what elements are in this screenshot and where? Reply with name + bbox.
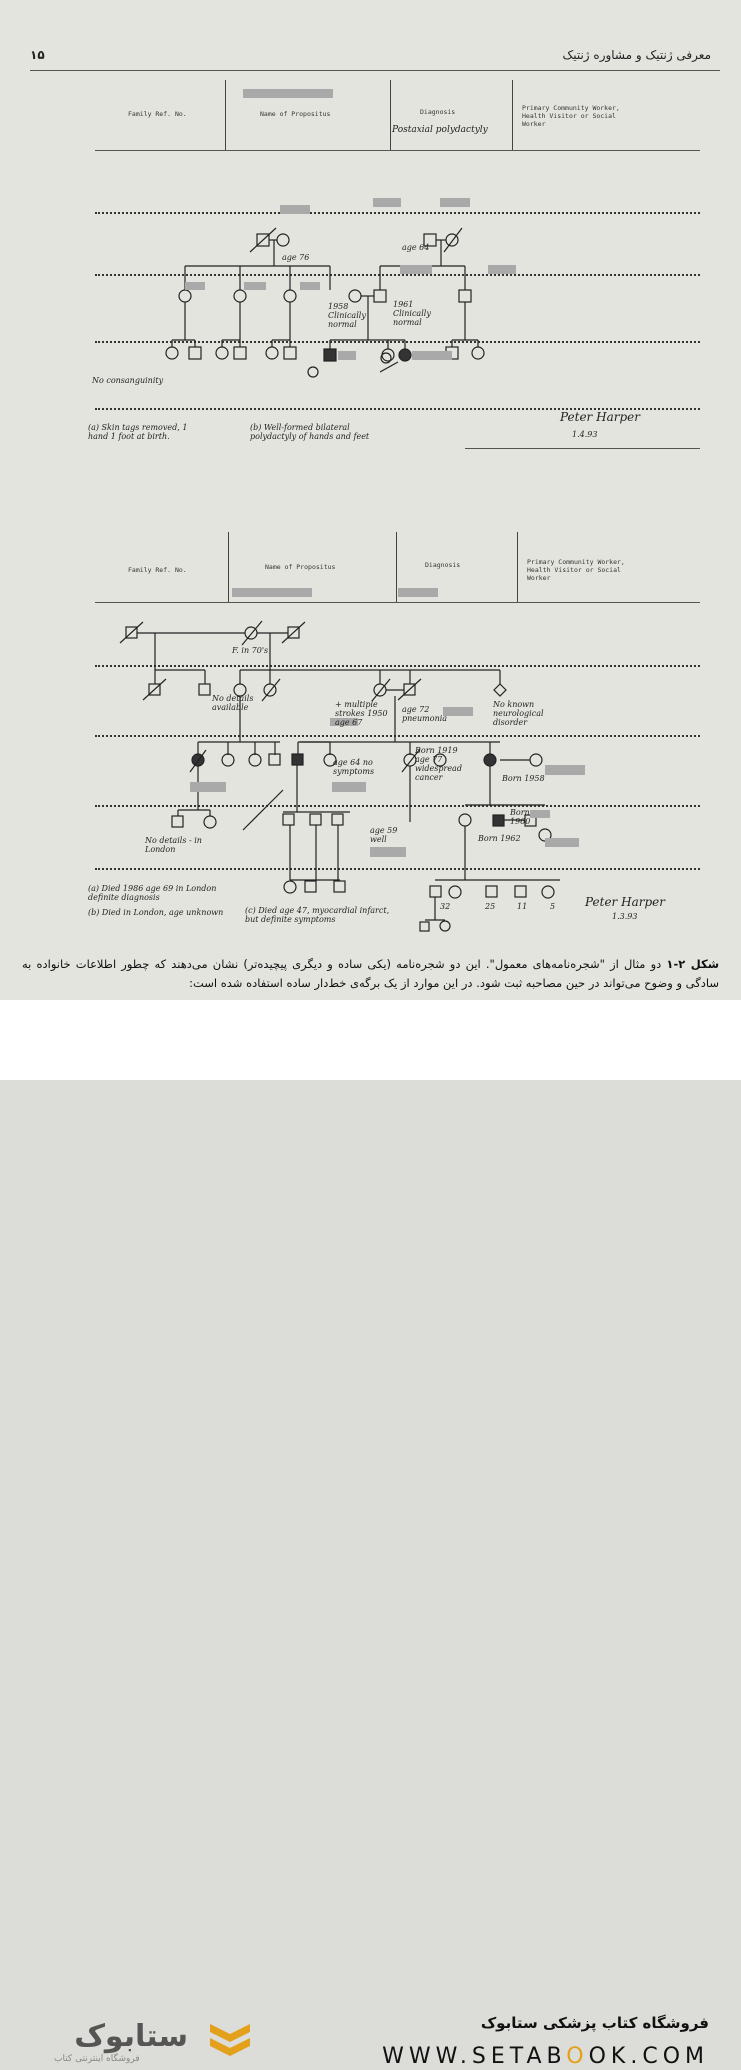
site-url[interactable]: WWW.SETABOOK.COM: [382, 2044, 709, 2069]
header-rule: [30, 70, 720, 71]
logo-subtitle: فروشگاه اینترنتی کتاب: [54, 2054, 140, 2064]
propositus-label: Name of Propositus: [260, 110, 331, 118]
footer-banner: ستابوک فروشگاه اینترنتی کتاب فروشگاه کتا…: [0, 1000, 741, 2069]
svg-text:ستابوک: ستابوک: [74, 2019, 188, 2054]
scanned-page: ۱۵ معرفی ژنتیک و مشاوره ژنتیک Family Ref…: [0, 0, 741, 1000]
page-number: ۱۵: [30, 48, 45, 62]
signature-2: Peter Harper: [585, 895, 665, 909]
pedigree-2-chart: [119, 620, 560, 932]
family-ref-label: Family Ref. No.: [128, 110, 187, 118]
figure-caption: شکل ۲-۱ دو مثال از "شجره‌نامه‌های معمول"…: [22, 957, 719, 990]
page-header: ۱۵ معرفی ژنتیک و مشاوره ژنتیک: [30, 48, 711, 70]
shop-name: فروشگاه کتاب پزشکی ستابوک: [480, 2014, 709, 2032]
redacted-name: [243, 89, 333, 98]
signature-1: Peter Harper: [560, 410, 640, 424]
diagnosis-value: Postaxial polydactyly: [392, 125, 488, 135]
chevron-logo-icon: [210, 2024, 250, 2056]
worker-label: Primary Community Worker, Health Visitor…: [522, 104, 620, 128]
diagnosis-label: Diagnosis: [420, 108, 456, 116]
chapter-title: معرفی ژنتیک و مشاوره ژنتیک: [562, 48, 711, 62]
